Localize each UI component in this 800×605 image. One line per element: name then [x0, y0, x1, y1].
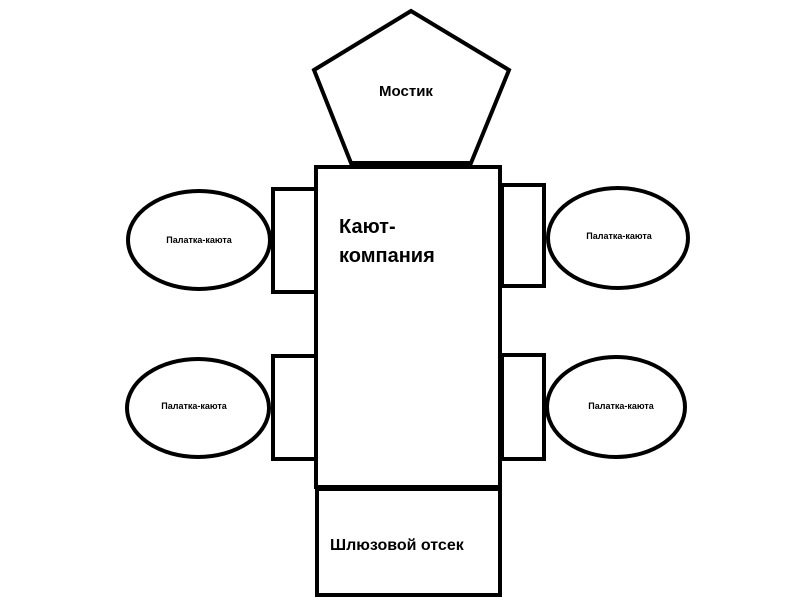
- airlock-rect: [315, 487, 502, 597]
- connector-left-top: [271, 187, 318, 294]
- airlock-label: Шлюзовой отсек: [330, 537, 465, 554]
- tent-cabin-left-top-label: Палатка-каюта: [166, 235, 232, 245]
- tent-cabin-right-bottom-label: Палатка-каюта: [588, 401, 654, 411]
- tent-cabin-left-bottom-label: Палатка-каюта: [161, 401, 227, 411]
- tent-cabin-right-top-label: Палатка-каюта: [586, 231, 652, 241]
- wardroom-label-line1: Кают-: [339, 216, 396, 238]
- connector-right-bottom: [500, 353, 546, 461]
- wardroom-rect: [314, 165, 502, 489]
- tent-cabin-left-bottom: [125, 357, 271, 459]
- bridge-pentagon: [311, 8, 512, 165]
- tent-cabin-right-top: [546, 186, 690, 290]
- connector-right-top: [500, 183, 546, 288]
- wardroom-label-line2: компания: [339, 245, 435, 267]
- tent-cabin-left-top: [126, 189, 272, 291]
- bridge-label: Мостик: [379, 83, 433, 100]
- connector-left-bottom: [271, 354, 318, 461]
- tent-cabin-right-bottom: [545, 355, 687, 459]
